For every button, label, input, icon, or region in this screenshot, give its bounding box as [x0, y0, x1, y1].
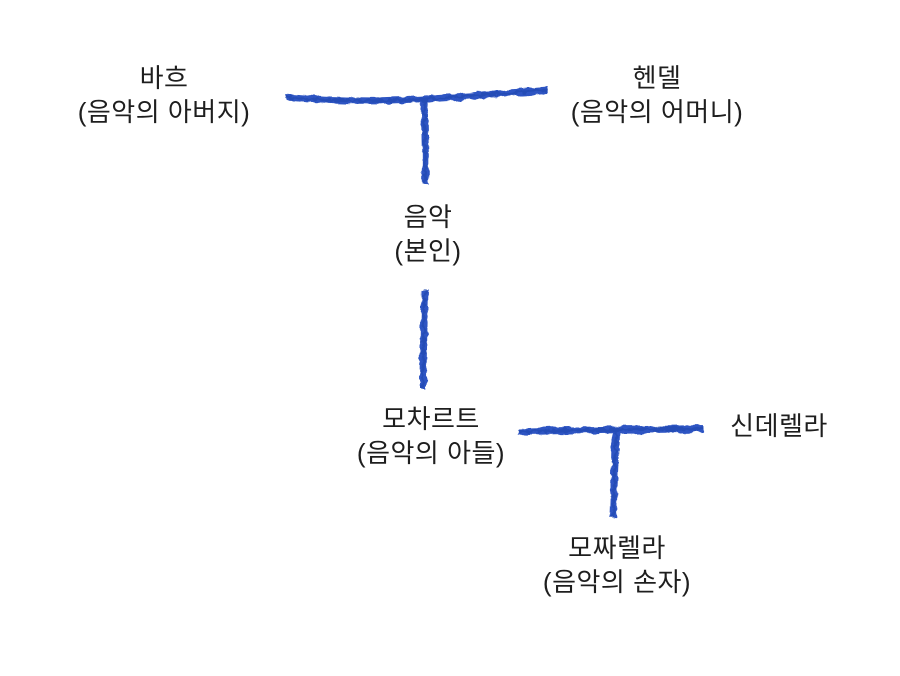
node-bach-subtitle: (음악의 아버지) [77, 97, 251, 127]
node-bach: 바흐 (음악의 아버지) [78, 61, 251, 129]
node-mozzarella: 모짜렐라 (음악의 손자) [543, 531, 691, 599]
node-cinderella-name: 신데렐라 [730, 411, 828, 441]
descent-line-music-to-mozart-texture [421, 288, 427, 391]
marriage-line-bach-handel [286, 90, 547, 101]
node-mozart: 모차르트 (음악의 아들) [357, 402, 505, 470]
descent-line-music-to-mozart [423, 290, 425, 389]
descent-line-to-music-texture [422, 98, 427, 186]
descent-line-to-mozzarella [613, 432, 616, 517]
marriage-line-bach-handel-texture [284, 88, 549, 103]
node-mozart-subtitle: (음악의 아들) [356, 438, 506, 468]
node-handel: 헨델 (음악의 어머니) [571, 61, 744, 129]
descent-line-to-mozzarella-texture [611, 430, 618, 519]
node-music-subtitle: (본인) [394, 236, 462, 266]
marriage-line-mozart-cinderella-texture [517, 427, 705, 434]
node-music: 음악 (본인) [394, 200, 461, 268]
marriage-line-mozart-cinderella [519, 429, 703, 433]
node-mozzarella-name: 모짜렐라 [568, 533, 666, 563]
node-handel-name: 헨델 [632, 63, 682, 93]
node-mozart-name: 모차르트 [382, 404, 480, 434]
descent-line-to-music [424, 100, 425, 184]
node-handel-subtitle: (음악의 어머니) [570, 97, 744, 127]
node-music-name: 음악 [403, 202, 453, 232]
node-bach-name: 바흐 [139, 63, 189, 93]
node-mozzarella-subtitle: (음악의 손자) [542, 567, 692, 597]
node-cinderella: 신데렐라 [730, 409, 828, 443]
